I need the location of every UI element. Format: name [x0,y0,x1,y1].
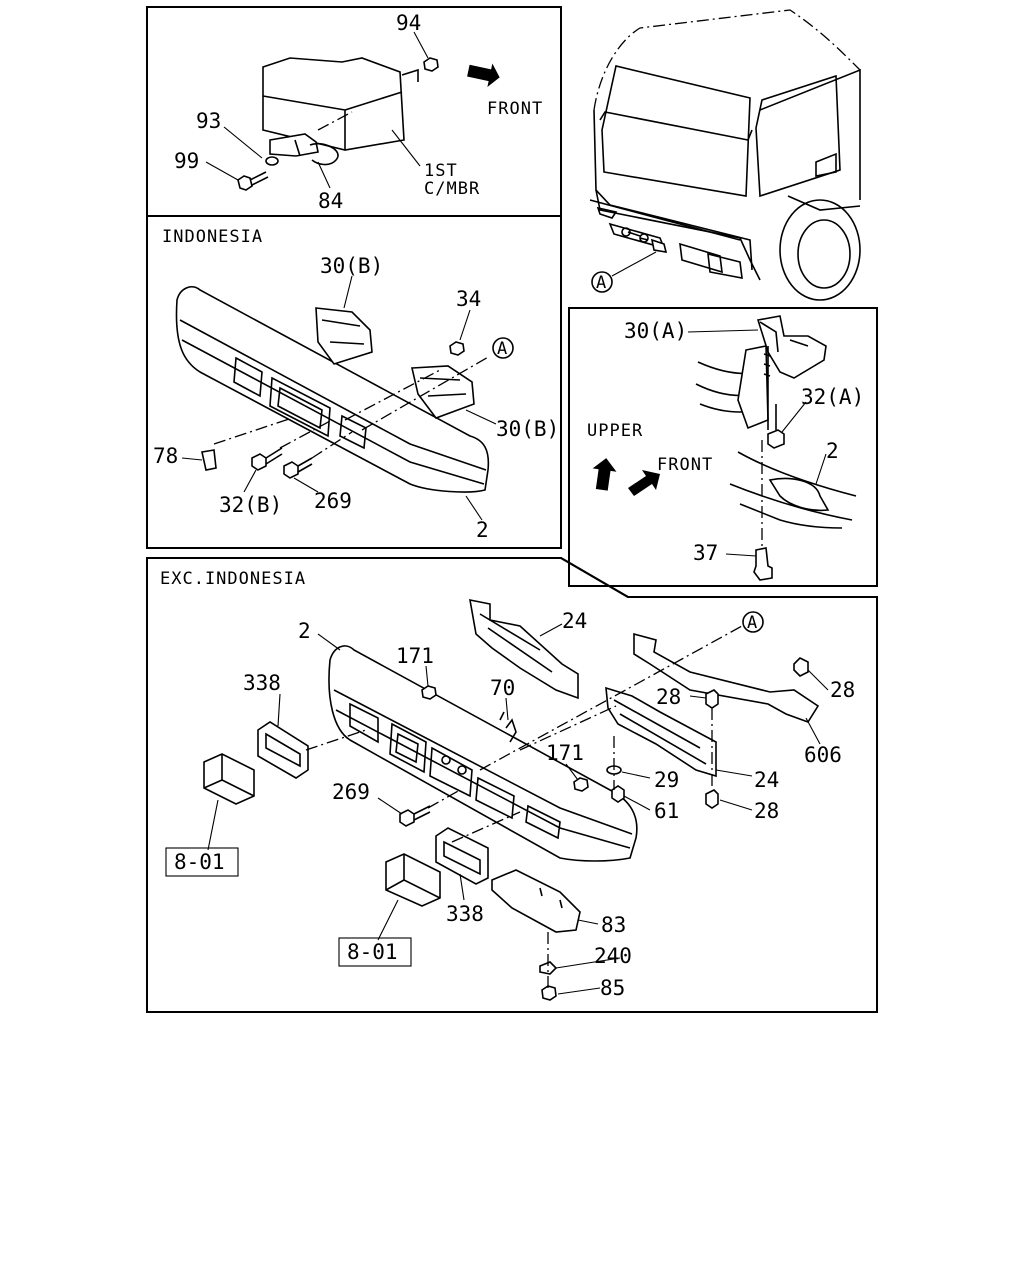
callout-28-right: 28 [830,678,855,702]
callout-240: 240 [594,944,632,968]
callout-99: 99 [174,149,199,173]
callout-171-upper: 171 [396,644,434,668]
ref-box-8-01-left[interactable] [165,847,239,877]
detail-a-frame [568,307,878,587]
tow-hook-assembly [205,31,500,191]
crossmember-label-line1: 1ST [424,161,458,181]
left-top-frame [146,6,562,549]
callout-28-left: 28 [656,685,681,709]
ref-mark-a-exc: A [747,613,758,633]
callout-32b: 32(B) [219,493,282,517]
callout-85: 85 [600,976,625,1000]
callout-93: 93 [196,109,221,133]
front-label-detail: FRONT [657,455,713,475]
callout-30a: 30(A) [624,319,687,343]
callout-269-indonesia: 269 [314,489,352,513]
exc-bumper-assembly [203,598,829,1001]
callout-84: 84 [318,189,343,213]
ref-mark-a-truck: A [596,273,607,293]
callout-61: 61 [654,799,679,823]
callout-2-indonesia: 2 [476,518,489,542]
callout-2-exc: 2 [298,619,311,643]
ref-mark-a-indonesia: A [497,339,508,359]
callout-34: 34 [456,287,481,311]
callout-269-exc: 269 [332,780,370,804]
detail-a-bracket [592,315,857,581]
indonesia-bumper-assembly [175,275,497,521]
callout-2-detail: 2 [826,439,839,463]
callout-78: 78 [153,444,178,468]
ref-circle-a-truck [591,271,613,293]
ref-circle-a-exc [742,611,764,633]
callout-29: 29 [654,768,679,792]
callout-338-lower: 338 [446,902,484,926]
callout-70: 70 [490,676,515,700]
ref-circle-a-indonesia [492,337,514,359]
upper-label: UPPER [587,421,643,441]
callout-37: 37 [693,541,718,565]
callout-28-lower: 28 [754,799,779,823]
front-label-top: FRONT [487,99,543,119]
callout-338-left: 338 [243,671,281,695]
callout-32a: 32(A) [801,385,864,409]
truck-cab-view [589,9,861,301]
indonesia-title: INDONESIA [162,227,263,247]
callout-171-lower: 171 [546,741,584,765]
callout-24-upper: 24 [562,609,587,633]
exc-indonesia-title: EXC.INDONESIA [160,569,306,589]
callout-94: 94 [396,11,421,35]
ref-box-8-01-lower-label: 8-01 [347,940,398,964]
callout-606: 606 [804,743,842,767]
callout-83: 83 [601,913,626,937]
callout-24-lower: 24 [754,768,779,792]
ref-box-8-01-lower[interactable] [338,937,412,967]
crossmember-label-line2: C/MBR [424,179,480,199]
callout-30b-right: 30(B) [496,417,559,441]
ref-box-8-01-left-label: 8-01 [174,850,225,874]
frame-connector [560,557,629,598]
callout-30b-top: 30(B) [320,254,383,278]
